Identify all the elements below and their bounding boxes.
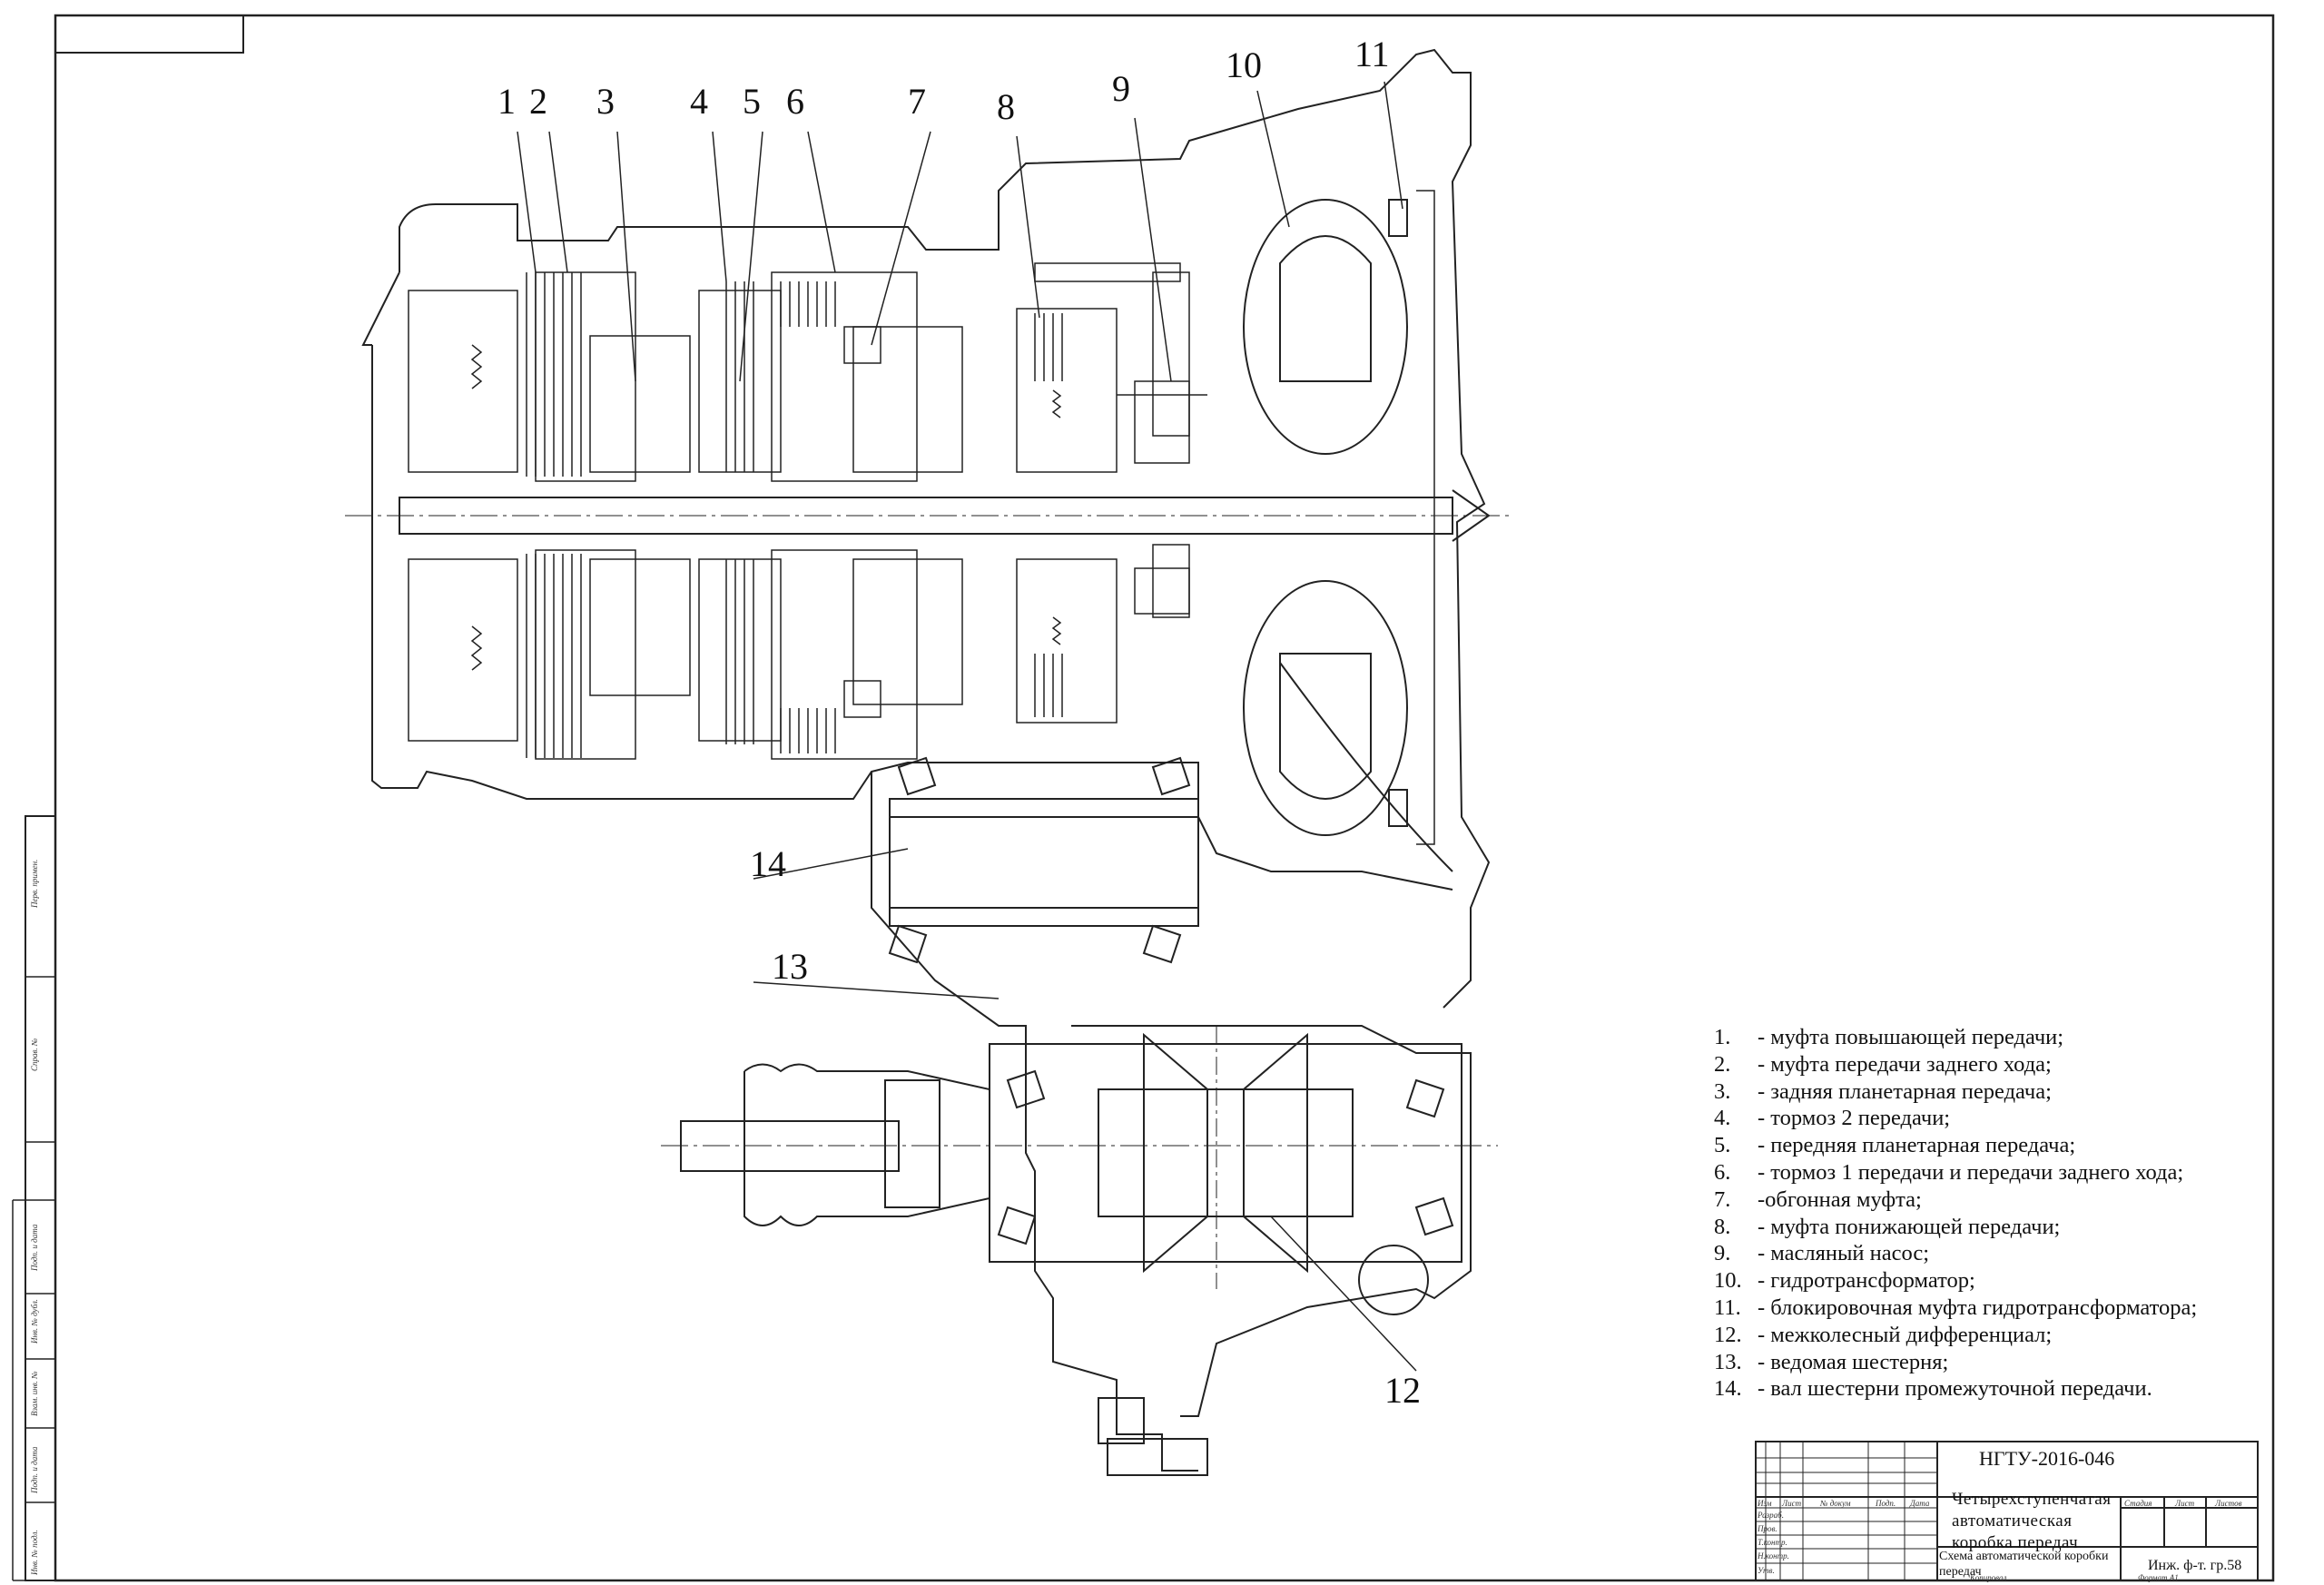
legend-num: 13. (1714, 1349, 1742, 1374)
drawing-name: Четырехступенчатая автоматическая коробк… (1952, 1489, 2111, 1554)
side-stamp: Подп. и дата (30, 1446, 39, 1493)
legend-text: - муфта повышающей передачи; (1758, 1025, 2064, 1049)
legend-num: 4. (1714, 1106, 1731, 1131)
side-stamp: Инв. № подл. (30, 1530, 39, 1575)
clutch-packs (408, 271, 1190, 760)
legend-num: 10. (1714, 1268, 1742, 1294)
header-sheet: Лист (2175, 1499, 2195, 1508)
torque-converter (1243, 190, 1435, 845)
role-checker: Пров. (1758, 1524, 1777, 1533)
sheet-title: Схема автоматической коробки передач (1939, 1550, 2109, 1579)
legend-text: - масляный насос; (1758, 1241, 1930, 1266)
legend-item: 6. - тормоз 1 передачи и передачи заднего… (1714, 1159, 2197, 1186)
legend-num: 8. (1714, 1214, 1731, 1239)
callout-10: 10 (1226, 44, 1262, 85)
drawing-name-line: Четырехступенчатая (1952, 1490, 2112, 1509)
main-shaft (345, 489, 1512, 542)
legend-item: 5. - передняя планетарная передача; (1714, 1132, 2197, 1159)
callout-11: 11 (1354, 34, 1390, 74)
intermediate-shaft (888, 756, 1199, 964)
title-block-grid (1755, 1441, 2259, 1581)
role-tcontrol: Т.контр. (1758, 1538, 1787, 1547)
legend-item: 7. -обгонная муфта; (1714, 1186, 2197, 1214)
drive-shaft-boot (680, 1063, 1208, 1476)
legend-num: 11. (1714, 1295, 1741, 1320)
legend-num: 7. (1714, 1186, 1731, 1212)
header-izm: Изм (1758, 1499, 1772, 1508)
legend-num: 3. (1714, 1078, 1731, 1104)
role-approved: Утв. (1758, 1566, 1775, 1575)
legend-item: 13. - ведомая шестерня; (1714, 1349, 2197, 1376)
legend-item: 9. - масляный насос; (1714, 1240, 2197, 1267)
header-list: Лист (1782, 1499, 1802, 1508)
legend-num: 5. (1714, 1133, 1731, 1158)
drawing-name-line: коробка передач (1952, 1533, 2079, 1552)
organization: Инж. ф-т. гр.58 (2148, 1558, 2242, 1573)
side-stamp: Подп. и дата (30, 1224, 39, 1271)
callout-2: 2 (529, 81, 547, 122)
legend-item: 4. - тормоз 2 передачи; (1714, 1105, 2197, 1132)
legend-item: 10. - гидротрансформатор; (1714, 1267, 2197, 1295)
legend-item: 11. - блокировочная муфта гидротрансформа… (1714, 1295, 2197, 1322)
legend-item: 2. - муфта передачи заднего хода; (1714, 1051, 2197, 1078)
legend-text: - гидротрансформатор; (1758, 1268, 1975, 1294)
callout-6: 6 (786, 81, 804, 122)
legend-text: -обгонная муфта; (1758, 1186, 1922, 1212)
legend-text: - межколесный дифференциал; (1758, 1322, 2053, 1347)
side-stamp: Перв. примен. (30, 859, 39, 908)
legend-text: - вал шестерни промежуточной передачи. (1758, 1376, 2152, 1402)
differential (661, 1026, 1498, 1315)
drawing-name-line: автоматическая (1952, 1511, 2073, 1531)
callout-7: 7 (908, 81, 926, 122)
role-ncontrol: Н.контр. (1758, 1551, 1789, 1560)
legend-text: - тормоз 1 передачи и передачи заднего х… (1758, 1159, 2184, 1185)
format-label: Формат А1 (2138, 1573, 2179, 1582)
header-date: Дата (1910, 1499, 1930, 1508)
legend-num: 12. (1714, 1322, 1742, 1347)
callout-4: 4 (690, 81, 708, 122)
legend-item: 1. - муфта повышающей передачи; (1714, 1024, 2197, 1051)
legend-num: 2. (1714, 1051, 1731, 1077)
legend-num: 6. (1714, 1159, 1731, 1185)
legend-text: - тормоз 2 передачи; (1758, 1106, 1951, 1131)
document-code: НГТУ-2016-046 (1979, 1447, 2115, 1470)
callout-13: 13 (772, 946, 808, 987)
legend-item: 8. - муфта понижающей передачи; (1714, 1214, 2197, 1241)
legend-text: - блокировочная муфта гидротрансформатор… (1758, 1295, 2198, 1320)
oil-pump (1034, 262, 1207, 618)
callout-5: 5 (743, 81, 761, 122)
role-developer: Разраб. (1758, 1511, 1784, 1520)
callout-1: 1 (497, 81, 516, 122)
drawing-frame (54, 14, 2275, 1582)
parts-legend: 1. - муфта повышающей передачи; 2. - муфта… (1714, 1024, 2197, 1403)
legend-num: 14. (1714, 1376, 1742, 1402)
callout-8: 8 (997, 86, 1015, 127)
legend-num: 9. (1714, 1241, 1731, 1266)
legend-item: 12. - межколесный дифференциал; (1714, 1322, 2197, 1349)
copied-label: Копировал (1970, 1573, 2007, 1582)
legend-num: 1. (1714, 1025, 1731, 1049)
side-stamp: Инв. № дубл. (30, 1298, 39, 1344)
header-sign: Подп. (1876, 1499, 1896, 1508)
callout-12: 12 (1384, 1370, 1421, 1411)
leader-lines (517, 81, 1417, 1372)
legend-text: - муфта понижающей передачи; (1758, 1214, 2061, 1239)
header-stage: Стадия (2124, 1499, 2152, 1508)
side-stamp: Справ. № (30, 1038, 39, 1071)
header-doc: № докум (1820, 1499, 1851, 1508)
side-stamp-dividers (12, 976, 55, 1581)
legend-text: - задняя планетарная передача; (1758, 1078, 2052, 1104)
side-stamp-strip (25, 815, 56, 1581)
legend-text: - муфта передачи заднего хода; (1758, 1051, 2052, 1077)
callout-9: 9 (1112, 68, 1130, 109)
legend-item: 3. - задняя планетарная передача; (1714, 1078, 2197, 1106)
side-stamp: Взам. инв. № (30, 1371, 39, 1416)
callout-3: 3 (596, 81, 615, 122)
legend-text: - ведомая шестерня; (1758, 1349, 1949, 1374)
corner-box (54, 15, 244, 54)
legend-item: 14. - вал шестерни промежуточной передачи… (1714, 1375, 2197, 1403)
header-sheets: Листов (2215, 1499, 2242, 1508)
callout-14: 14 (750, 843, 786, 884)
legend-text: - передняя планетарная передача; (1758, 1133, 2076, 1158)
